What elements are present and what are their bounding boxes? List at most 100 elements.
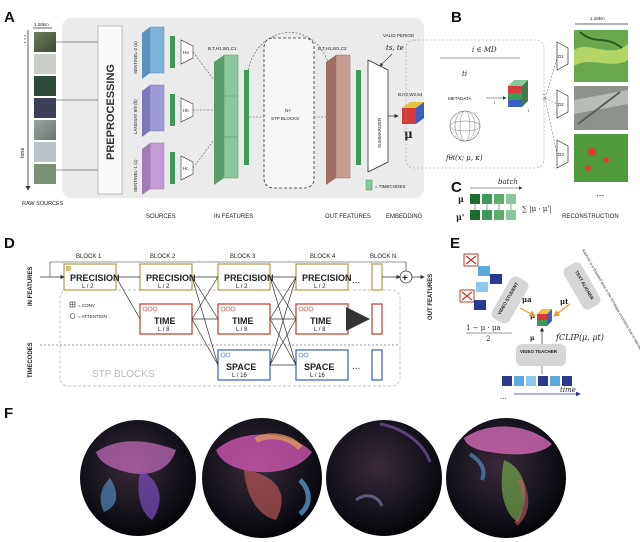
recon-image-3 <box>574 134 628 182</box>
stp-n-label: N× <box>285 108 291 113</box>
source-name-3: SENTINEL-1 (c) <box>133 159 138 192</box>
head-a: Ha <box>183 50 189 55</box>
precision-sub-2: L / 2 <box>158 284 170 290</box>
head-c: Hc <box>183 166 189 171</box>
preprocessing-block: PREPROCESSING <box>56 25 123 195</box>
time-sub-3: L / 8 <box>236 327 248 333</box>
raw-scale-label: 1.28km <box>34 22 49 27</box>
block-header-3: BLOCK 3 <box>230 254 256 260</box>
raw-sources-strip: 1.28km ⋮ time RAW SOURCES <box>20 22 64 207</box>
loss-numerator: 1 − μ · μa <box>466 324 501 332</box>
embedding-caption: EMBEDDING <box>386 214 423 220</box>
stp-blocks-box: N× STP BLOCKS <box>247 32 331 189</box>
precision-sub-3: L / 2 <box>236 284 248 290</box>
timecodes-legend: = TIMECODES <box>365 179 406 191</box>
source-encoders: SENTINEL-2 (a) LANDSAT 8/9 (b) SENTINEL-… <box>133 26 215 220</box>
precision-title-1: PRECISION <box>70 273 120 283</box>
video-teacher-box <box>516 344 566 366</box>
out-features-stack: B,T,H1,W1,C2 OUT FEATURES <box>318 46 371 220</box>
vertical-dots: ⋮ <box>540 93 548 102</box>
time-title-4: TIME <box>310 316 332 326</box>
teacher-mu: μ <box>530 335 535 342</box>
source-name-2: LANDSAT 8/9 (b) <box>133 99 138 134</box>
stp-blocks-watermark: STP BLOCKS <box>92 369 155 380</box>
panel-e-letter: E <box>450 235 460 252</box>
globe-1 <box>80 420 196 536</box>
index-math: i ∈ MD <box>472 46 497 54</box>
time-axis-label: time <box>20 148 26 158</box>
ellipsis-row-1: ... <box>352 275 360 286</box>
sentinel2-cube <box>149 26 165 74</box>
legend-conv: = CONV <box>78 303 95 308</box>
precision-sub-1: L / 2 <box>82 284 94 290</box>
video-teacher-label: VIDEO TEACHER <box>520 349 558 354</box>
ellipsis-dots: ⋮ <box>20 34 30 45</box>
batch-label: batch <box>498 178 518 186</box>
stp-blocks-label: STP BLOCKS <box>271 116 299 121</box>
source-name-1: SENTINEL-2 (a) <box>133 41 138 74</box>
landsat-cube <box>149 84 165 132</box>
space-sub-3: L / 16 <box>232 373 247 379</box>
sources-caption: SOURCES <box>146 214 176 220</box>
block-header-2: BLOCK 2 <box>150 254 176 260</box>
summarizer-label: SUMMARIZER <box>377 117 382 148</box>
mu-t-label: μt <box>560 297 569 306</box>
out-features-side-label: OUT FEATURES <box>428 274 434 320</box>
timecodes-legend-text: = TIMECODES <box>375 184 406 189</box>
sentinel1-cube <box>149 142 165 190</box>
panel-b-letter: B <box>451 9 462 26</box>
video-text-alignment: VIDEO STUDENT TEXT ALIGNER Kashmir is a … <box>459 249 640 401</box>
in-features-caption: IN FEATURES <box>214 214 253 220</box>
block-header-1: BLOCK 1 <box>76 254 102 260</box>
space-title-3: SPACE <box>226 362 256 372</box>
cube-sub-i: i <box>528 108 529 113</box>
mu-prime-label: μ' <box>456 212 464 222</box>
panel-c-letter: C <box>451 179 462 196</box>
precision-sub-4: L / 2 <box>314 284 326 290</box>
mu-a-label: μa <box>522 295 532 304</box>
ti-label: ti <box>462 70 467 78</box>
out-shape-label: B,T,H1,W1,C2 <box>318 46 347 51</box>
residual-plus: + <box>402 273 408 284</box>
time-sub-2: L / 8 <box>158 327 170 333</box>
decoders: D1 D2 D3 1.28km ... RECONSTRUCTION <box>544 16 628 220</box>
decoder-3: D3 <box>558 152 564 157</box>
stp-block-diagram: BLOCK 1 BLOCK 2 BLOCK 3 BLOCK 4 BLOCK N … <box>28 254 434 387</box>
valid-period-label: VALID PERIOD <box>383 33 415 38</box>
time-dots: ... <box>500 392 507 401</box>
time-title-2: TIME <box>154 316 176 326</box>
loss-denominator: 2 <box>486 335 490 343</box>
space-title-4: SPACE <box>304 362 334 372</box>
panel-f-letter: F <box>4 405 13 422</box>
recon-dots: ... <box>596 188 604 199</box>
time-sub-4: L / 8 <box>314 327 326 333</box>
precision-title-3: PRECISION <box>224 273 274 283</box>
contrastive-formula: ∑ |μ · μ'| <box>522 205 552 213</box>
block-header-4: BLOCK 4 <box>310 254 336 260</box>
ellipsis-row-3: ... <box>352 361 360 372</box>
timecodes-side-label: TIMECODES <box>28 342 34 378</box>
head-b: Hb <box>183 108 189 113</box>
precision-title-4: PRECISION <box>302 273 352 283</box>
summarizer: SUMMARIZER VALID PERIOD ts, te <box>367 33 415 173</box>
metadata-sub: i <box>494 100 495 105</box>
mu-label: μ <box>458 194 464 204</box>
valid-period-math: ts, te <box>386 44 404 52</box>
embed-shape-label: B,H2,W2,64 <box>398 92 423 97</box>
embedding-cube: B,H2,W2,64 μ EMBEDDING <box>386 92 424 220</box>
reconstruction-caption: RECONSTRUCTION <box>562 214 619 220</box>
embedding-globes <box>80 418 566 538</box>
precision-title-2: PRECISION <box>146 273 196 283</box>
raw-sources-caption: RAW SOURCES <box>22 201 64 207</box>
in-features-side-label: IN FEATURES <box>28 266 34 306</box>
metadata-label: METADATA <box>448 96 472 101</box>
out-features-caption: OUT FEATURES <box>325 214 371 220</box>
decoder-2: D2 <box>558 102 564 107</box>
legend-attention: = ATTENTION <box>78 314 107 319</box>
in-features-stack: B,T,H1,W1,C1 IN FEATURES <box>208 46 253 220</box>
contrastive-batch: batch μ μ' ∑ |μ · μ'| <box>456 178 552 222</box>
decoder-query: i ∈ MD ti METADATA i fθi(x; μ, κ) i ⋮ <box>440 46 548 162</box>
block-header-n: BLOCK N <box>370 254 396 260</box>
embedding-mu: μ <box>404 127 413 141</box>
